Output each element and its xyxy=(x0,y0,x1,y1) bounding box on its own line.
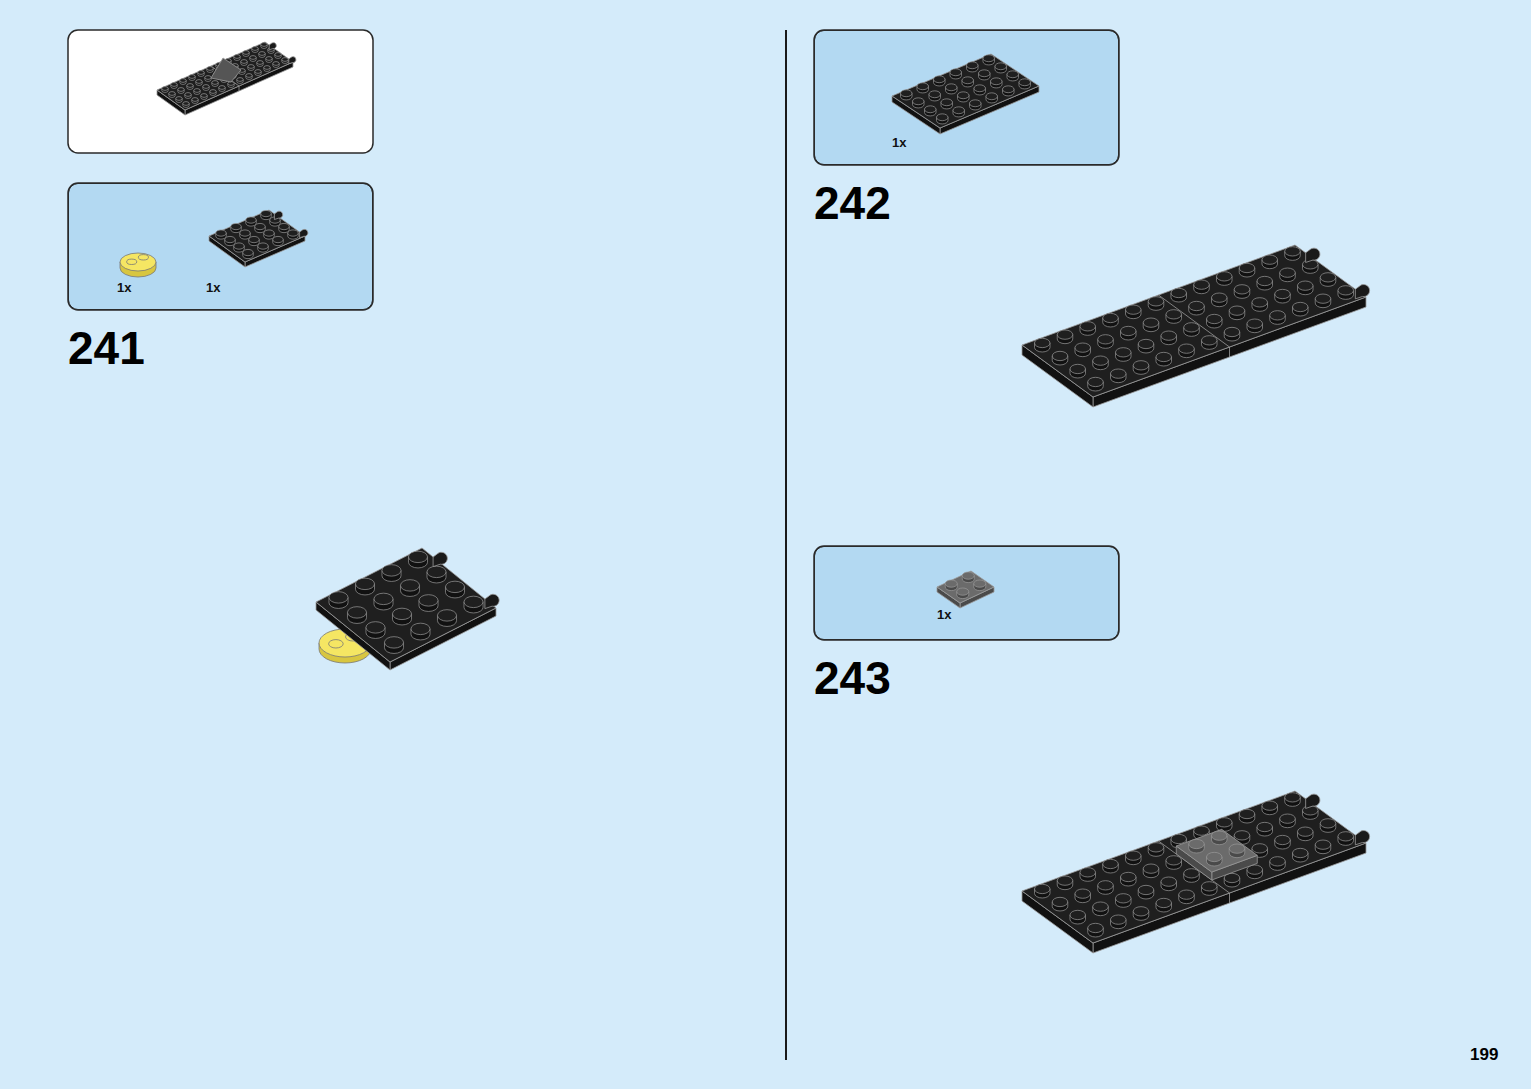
part-count: 1x xyxy=(206,280,220,295)
lego-plate xyxy=(209,210,305,267)
panel-ground xyxy=(814,546,1119,640)
lego-plate xyxy=(157,42,293,115)
parts-box: 1x xyxy=(814,546,1119,640)
page-number: 199 xyxy=(1470,1046,1498,1063)
step-number: 243 xyxy=(814,655,891,701)
plate-clip xyxy=(1306,248,1320,262)
round-plate xyxy=(120,253,156,277)
panel-ground xyxy=(814,30,1119,165)
step-number: 241 xyxy=(68,325,145,371)
parts-box: 1x 1x xyxy=(68,183,373,310)
lego-plate xyxy=(316,548,496,670)
lego-plate xyxy=(1176,829,1257,880)
lego-plate xyxy=(1022,791,1366,953)
slope-brick xyxy=(211,58,241,82)
part-count: 1x xyxy=(892,135,906,150)
plate-clip xyxy=(300,229,308,237)
plate-clip xyxy=(269,43,276,50)
step-number: 242 xyxy=(814,180,891,226)
plate-clip xyxy=(1306,794,1320,808)
plate-clip xyxy=(485,594,499,608)
part-count: 1x xyxy=(937,607,951,622)
plate-clip xyxy=(274,211,282,219)
panel-ground xyxy=(68,183,373,310)
plate-clip xyxy=(1355,831,1369,845)
parts-box: 1x xyxy=(814,30,1119,165)
plate-clip xyxy=(289,57,296,64)
lego-plate xyxy=(937,571,994,608)
panel-ground xyxy=(68,30,373,153)
plate-clip xyxy=(433,552,447,566)
part-count: 1x xyxy=(117,280,131,295)
lego-plate xyxy=(1022,245,1366,407)
lego-plate xyxy=(892,54,1039,134)
page-divider xyxy=(785,30,787,1060)
plate-clip xyxy=(1355,285,1369,299)
